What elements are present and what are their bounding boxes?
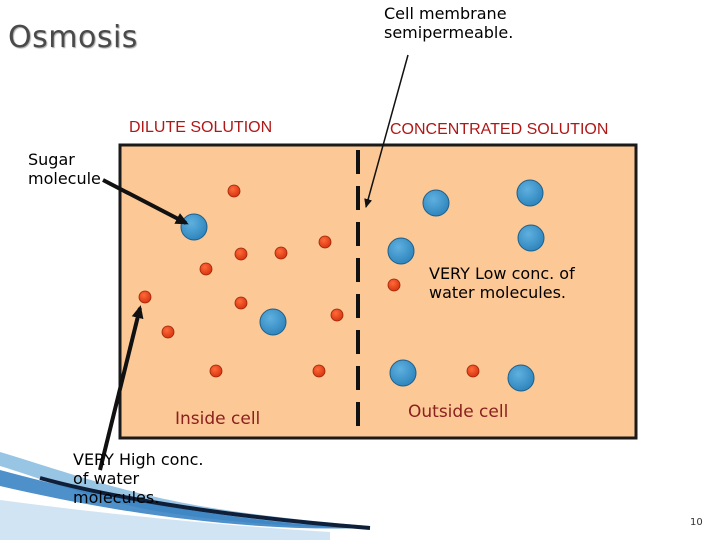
- water-molecule: [234, 296, 248, 310]
- water-molecule: [312, 364, 326, 378]
- membrane-label-line1: Cell membrane: [384, 4, 507, 23]
- water-molecule: [330, 308, 344, 322]
- sugar-molecule: [259, 308, 287, 336]
- water-molecule: [234, 247, 248, 261]
- low-conc-line2: water molecules.: [429, 283, 566, 302]
- membrane-label: Cell membrane semipermeable.: [384, 4, 513, 42]
- water-molecules: [138, 184, 480, 378]
- water-conc-pointer-arrow: [98, 305, 144, 471]
- water-molecule: [209, 364, 223, 378]
- low-conc-label: VERY Low conc. of water molecules.: [429, 264, 575, 302]
- solution-container: [118, 143, 638, 440]
- water-molecule: [227, 184, 241, 198]
- water-molecule: [138, 290, 152, 304]
- sugar-molecule: [422, 189, 450, 217]
- water-molecule: [318, 235, 332, 249]
- sugar-label-line2: molecule: [28, 169, 101, 188]
- sugar-molecule: [507, 364, 535, 392]
- high-conc-line3: molecules.: [73, 488, 160, 507]
- concentrated-solution-label: CONCENTRATED SOLUTION: [390, 121, 609, 138]
- decorative-swoosh: [0, 452, 371, 540]
- sugar-molecule-label: Sugar molecule: [28, 150, 101, 188]
- sugar-label-line1: Sugar: [28, 150, 75, 169]
- sugar-molecule: [517, 224, 545, 252]
- membrane-label-line2: semipermeable.: [384, 23, 514, 42]
- inside-cell-label: Inside cell: [175, 409, 261, 429]
- high-conc-line1: VERY High conc.: [73, 450, 204, 469]
- dilute-solution-label: DILUTE SOLUTION: [129, 119, 273, 136]
- low-conc-line1: VERY Low conc. of: [429, 264, 575, 283]
- sugar-molecule: [180, 213, 208, 241]
- page-number: 10: [690, 517, 703, 528]
- sugar-molecules: [180, 179, 545, 392]
- sugar-molecule: [387, 237, 415, 265]
- sugar-molecule: [516, 179, 544, 207]
- outside-cell-label: Outside cell: [408, 402, 509, 422]
- water-molecule: [387, 278, 401, 292]
- water-molecule: [199, 262, 213, 276]
- high-conc-label: VERY High conc. of water molecules.: [73, 450, 203, 507]
- water-molecule: [161, 325, 175, 339]
- water-molecule: [274, 246, 288, 260]
- sugar-pointer-arrow: [102, 178, 189, 225]
- water-molecule: [466, 364, 480, 378]
- sugar-molecule: [389, 359, 417, 387]
- membrane-pointer-arrow: [364, 54, 409, 208]
- page-title: Osmosis: [8, 20, 138, 55]
- high-conc-line2: of water: [73, 469, 140, 488]
